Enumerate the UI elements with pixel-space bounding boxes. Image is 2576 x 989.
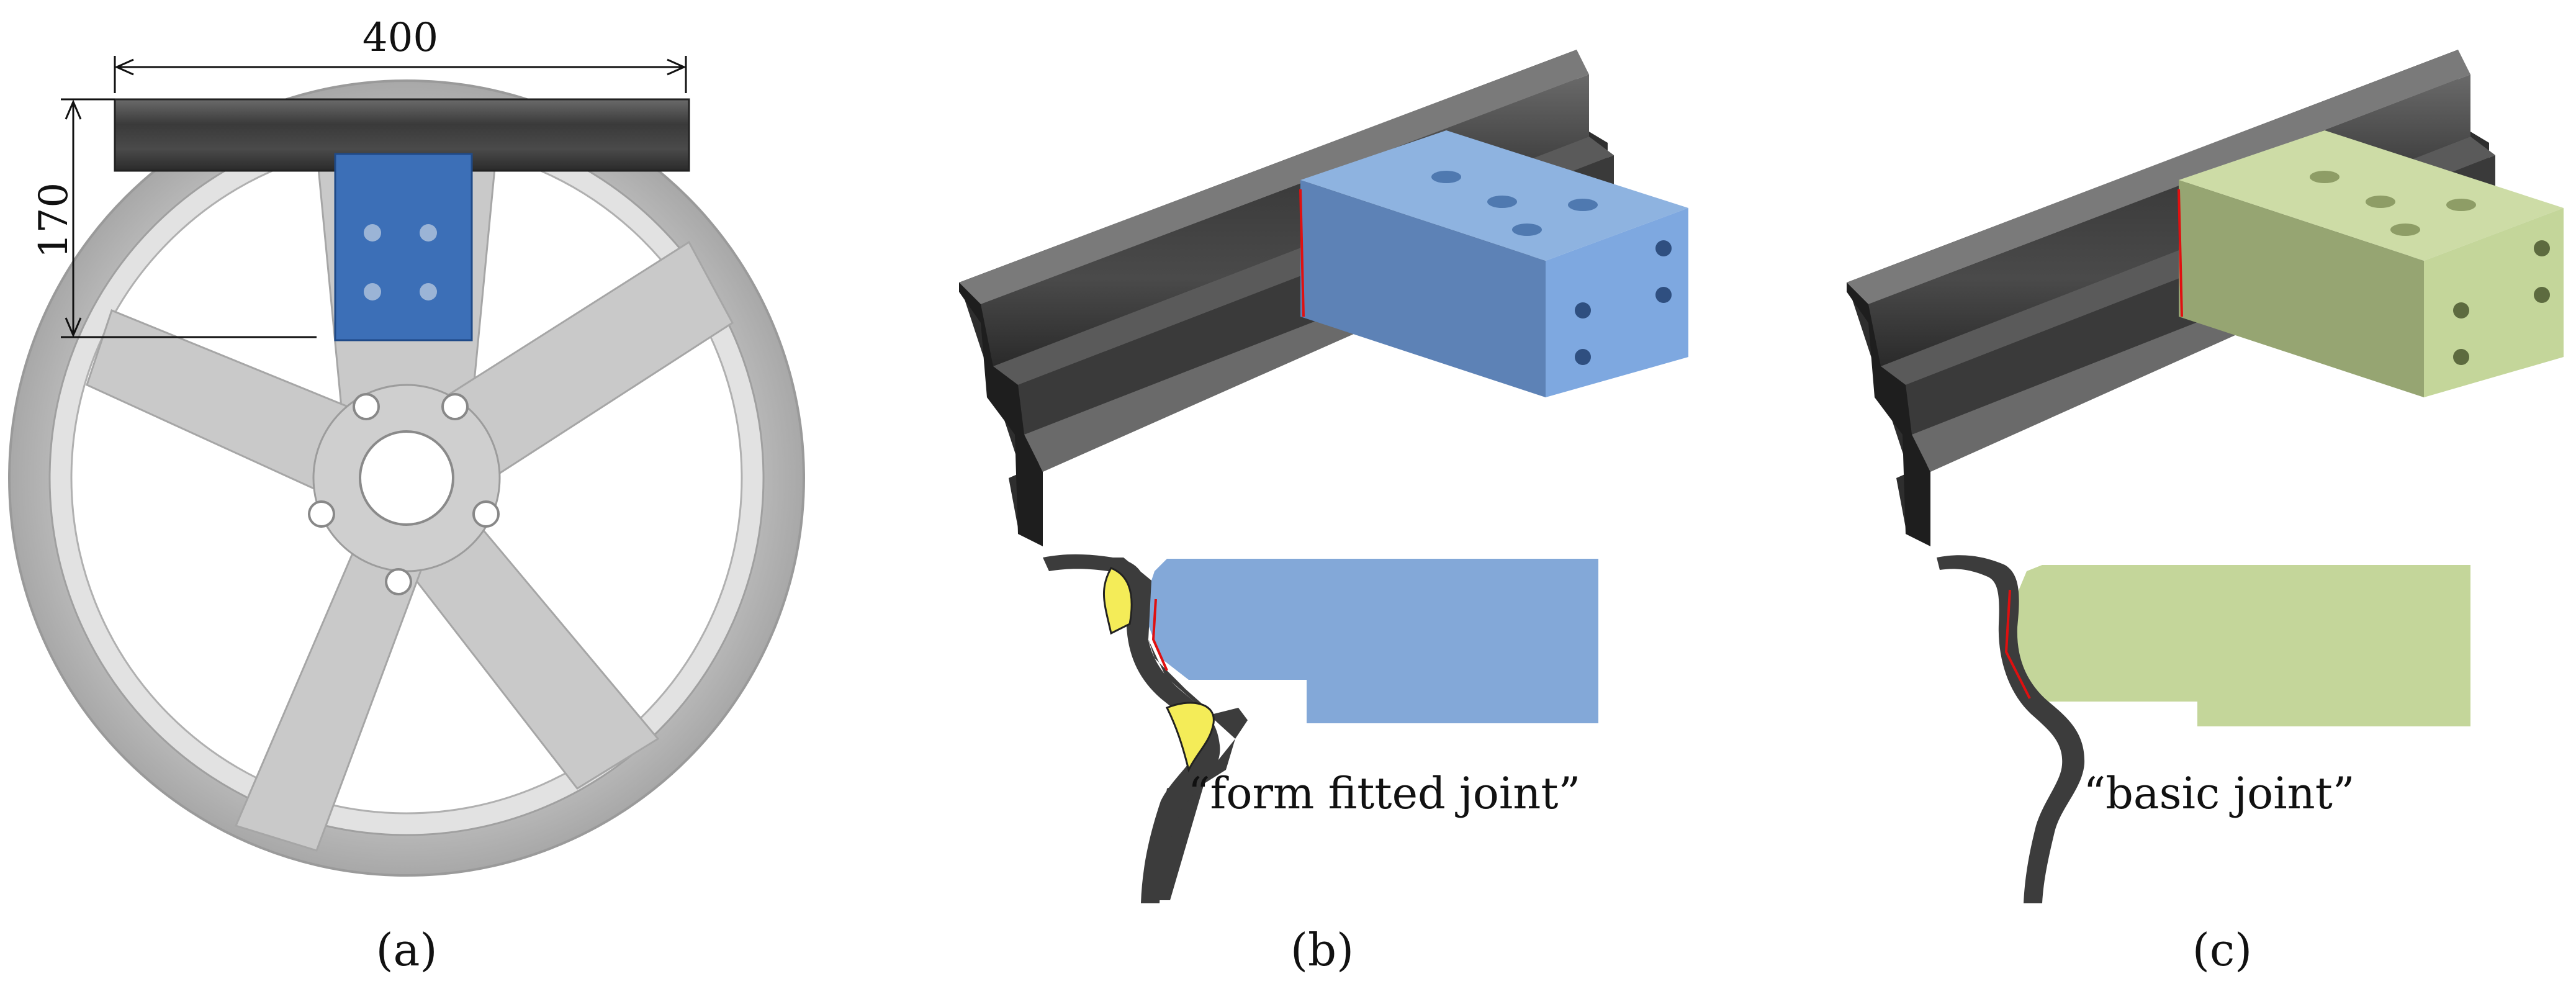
rail-top-view bbox=[114, 98, 690, 172]
blue-block-3d bbox=[1299, 130, 1688, 397]
dimension-height bbox=[61, 98, 317, 338]
cross-section-b bbox=[1043, 554, 1598, 903]
panel-label-a: (a) bbox=[376, 924, 437, 976]
caption-c: “basic joint” bbox=[2083, 768, 2354, 819]
dimension-height-label: 170 bbox=[31, 183, 77, 258]
wheel-hub bbox=[308, 384, 501, 595]
panel-c: “basic joint” (c) bbox=[1847, 50, 2564, 976]
blue-insert bbox=[334, 153, 473, 341]
panel-b: “form fitted joint” (b) bbox=[959, 50, 1688, 976]
panel-label-b: (b) bbox=[1290, 924, 1354, 976]
dimension-width bbox=[114, 56, 687, 93]
cross-section-c bbox=[1937, 555, 2470, 903]
dimension-width-label: 400 bbox=[363, 15, 438, 61]
panel-label-c: (c) bbox=[2192, 924, 2253, 976]
green-block-3d bbox=[2177, 130, 2564, 397]
panel-a: 400 170 (a) bbox=[8, 15, 805, 976]
caption-b: “form fitted joint” bbox=[1188, 768, 1581, 819]
